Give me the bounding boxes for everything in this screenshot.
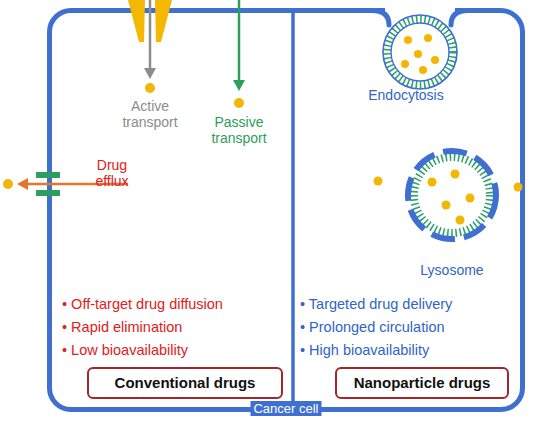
bullet-point: • Low bioavailability: [62, 342, 188, 358]
broken-membrane: [408, 151, 496, 239]
lysosome: [374, 151, 523, 239]
transporter-protein: [155, 0, 172, 42]
bullet-point: • Rapid elimination: [62, 319, 182, 335]
drug-dot: [424, 34, 432, 42]
lipid-layer: [383, 15, 457, 89]
transport-label: Passive transport: [203, 114, 275, 146]
drug-dot: [234, 98, 244, 108]
drug-dot: [466, 194, 475, 203]
drug-dot: [456, 216, 465, 225]
lipid-layer: [391, 23, 449, 81]
drug-dot: [414, 50, 422, 58]
drug-dot: [431, 56, 439, 64]
lipid-coil: [387, 19, 453, 85]
efflux-label: Drug efflux: [84, 157, 140, 189]
lipid-coil: [414, 157, 490, 233]
arrow-head: [233, 80, 245, 91]
cell-label: Cancer cell: [250, 401, 321, 416]
drug-dot: [401, 60, 409, 68]
organelle-label: Lysosome: [397, 262, 507, 278]
bullet-point: • Targeted drug delivery: [300, 296, 452, 312]
drug-dot: [374, 177, 383, 186]
drug-dot: [145, 83, 155, 93]
transport-label: Active transport: [114, 98, 186, 130]
bullet-point: • Prolonged circulation: [300, 319, 445, 335]
bullet-point: • High bioavailability: [300, 342, 429, 358]
box-label: Conventional drugs: [115, 374, 256, 392]
drug-dot: [442, 201, 451, 210]
box-label: Nanoparticle drugs: [354, 374, 491, 392]
liposome: [383, 15, 457, 89]
transporter-protein: [128, 0, 145, 42]
arrow-head: [144, 68, 156, 79]
drug-dot: [404, 36, 412, 44]
drug-dot: [419, 66, 427, 74]
arrow-head: [17, 178, 28, 190]
category-box: Conventional drugs: [87, 367, 283, 399]
drug-dot: [428, 178, 437, 187]
category-box: Nanoparticle drugs: [335, 367, 509, 399]
divider-line: [291, 10, 295, 410]
drug-dot: [451, 170, 460, 179]
drug-dot: [3, 179, 13, 189]
process-label: Endocytosis: [351, 87, 461, 103]
bullet-point: • Off-target drug diffusion: [62, 296, 223, 312]
